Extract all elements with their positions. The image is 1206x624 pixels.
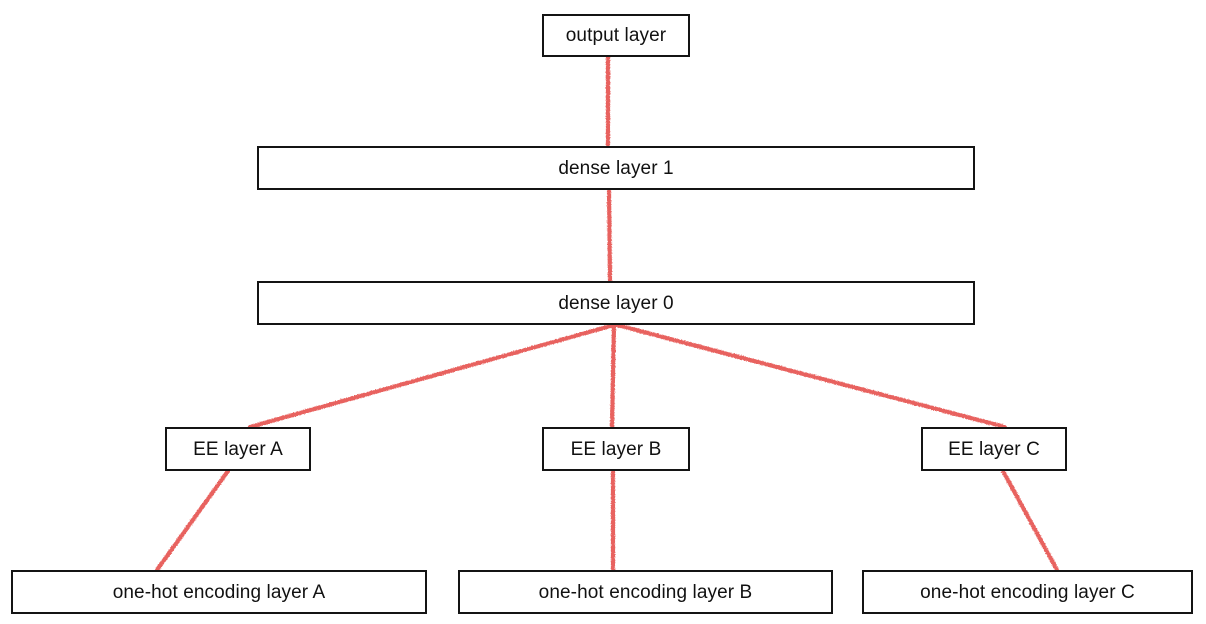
node-dense-layer-1-label: dense layer 1 <box>558 157 674 179</box>
node-dense-layer-0-label: dense layer 0 <box>558 292 674 314</box>
node-one-hot-encoding-layer-b[interactable]: one-hot encoding layer B <box>458 570 833 614</box>
node-ee-layer-a-label: EE layer A <box>193 438 283 460</box>
node-output-layer[interactable]: output layer <box>542 14 690 57</box>
node-dense-layer-0[interactable]: dense layer 0 <box>257 281 975 325</box>
node-dense-layer-1[interactable]: dense layer 1 <box>257 146 975 190</box>
node-output-layer-label: output layer <box>565 25 667 46</box>
node-ee-layer-b-label: EE layer B <box>570 438 662 460</box>
node-ee-layer-c[interactable]: EE layer C <box>921 427 1067 471</box>
edge-dense0-to-dense1 <box>606 187 613 284</box>
node-one-hot-encoding-layer-a-label: one-hot encoding layer A <box>112 581 326 603</box>
edge-ee-c-to-dense0 <box>614 322 1008 430</box>
node-one-hot-encoding-layer-c-label: one-hot encoding layer C <box>920 581 1135 603</box>
node-one-hot-encoding-layer-c[interactable]: one-hot encoding layer C <box>862 570 1193 614</box>
edge-ee-a-to-dense0 <box>247 322 617 430</box>
node-ee-layer-a[interactable]: EE layer A <box>165 427 311 471</box>
edge-onehot-c-to-ee-c <box>1000 468 1060 573</box>
node-ee-layer-c-label: EE layer C <box>948 438 1040 460</box>
node-one-hot-encoding-layer-b-label: one-hot encoding layer B <box>538 581 753 603</box>
edge-onehot-a-to-ee-a <box>154 468 231 573</box>
node-one-hot-encoding-layer-a[interactable]: one-hot encoding layer A <box>11 570 427 614</box>
node-ee-layer-b[interactable]: EE layer B <box>542 427 690 471</box>
edge-ee-b-to-dense0 <box>609 322 617 430</box>
